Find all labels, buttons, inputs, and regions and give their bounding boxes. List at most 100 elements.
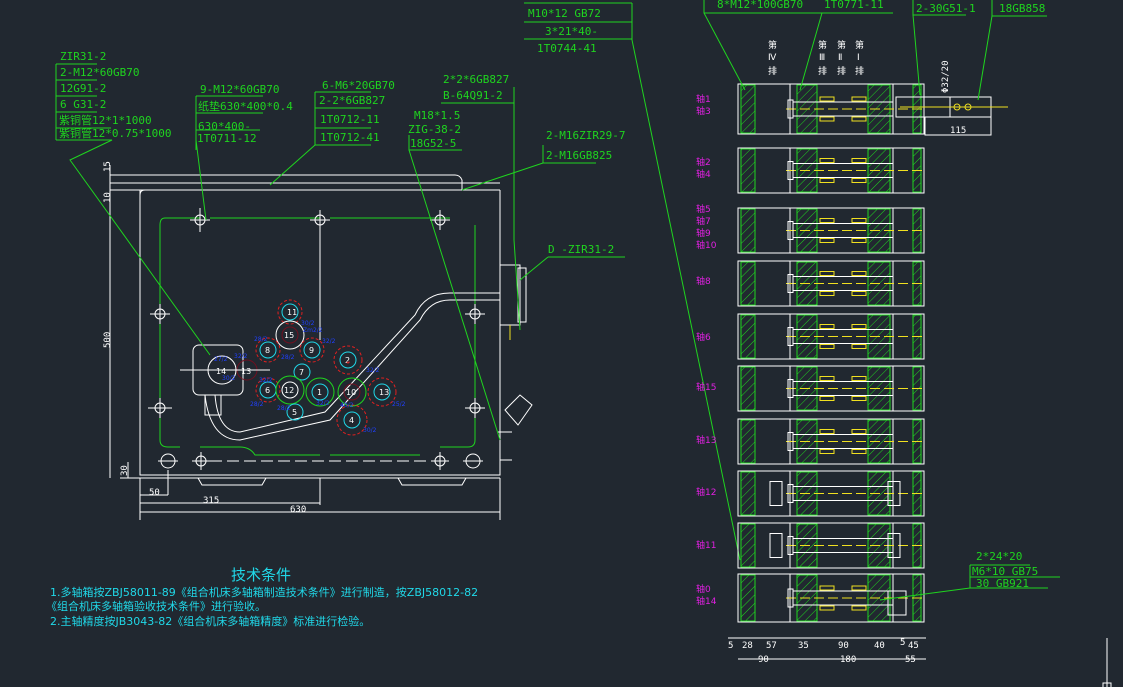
spindle: 13 xyxy=(367,377,397,407)
svg-text:1T0712-11: 1T0712-11 xyxy=(320,113,380,126)
svg-text:ZIG-38-2: ZIG-38-2 xyxy=(408,123,461,136)
svg-text:11: 11 xyxy=(287,308,297,317)
section-row xyxy=(737,83,925,135)
spindle: 2 xyxy=(333,345,363,375)
bolt-hole xyxy=(431,452,449,470)
svg-text:32/2: 32/2 xyxy=(234,353,248,360)
spindle: 7 xyxy=(293,363,311,381)
callout-gasket: 9-M12*60GB70 纸垫630*400*0.4 630*400- 1T07… xyxy=(195,83,293,221)
svg-text:Zm2/2: Zm2/2 xyxy=(303,327,323,334)
svg-text:15: 15 xyxy=(103,161,113,172)
svg-text:9-M12*60GB70: 9-M12*60GB70 xyxy=(200,83,279,96)
svg-text:2*2*6GB827: 2*2*6GB827 xyxy=(443,73,509,86)
svg-text:18G52-5: 18G52-5 xyxy=(410,137,456,150)
bolt-hole xyxy=(463,453,483,469)
svg-text:40/2: 40/2 xyxy=(340,402,354,409)
axis-label: 轴13 xyxy=(696,434,716,446)
front-dimensions: 15 10 500 30 50 315 630 xyxy=(103,161,501,520)
svg-text:2-M12*60GB70: 2-M12*60GB70 xyxy=(60,66,139,79)
svg-text:180: 180 xyxy=(840,655,856,665)
bolt-hole xyxy=(190,208,210,232)
axis-label: 轴4 xyxy=(696,168,711,180)
section-row xyxy=(737,313,925,360)
section-row xyxy=(737,470,925,517)
spindle: 12 xyxy=(275,375,305,405)
svg-text:32/2: 32/2 xyxy=(316,400,330,407)
svg-text:55: 55 xyxy=(905,655,916,665)
svg-text:排: 排 xyxy=(768,65,777,77)
svg-text:第: 第 xyxy=(768,39,777,51)
svg-text:90: 90 xyxy=(758,655,769,665)
svg-text:57: 57 xyxy=(766,641,777,651)
svg-text:30 GB921: 30 GB921 xyxy=(976,577,1029,590)
svg-text:6-M6*20GB70: 6-M6*20GB70 xyxy=(322,79,395,92)
axis-label: 轴5 xyxy=(696,203,711,215)
svg-text:28: 28 xyxy=(742,641,753,651)
svg-text:115: 115 xyxy=(950,126,966,136)
callout-zir: ZIR31-2 2-M12*60GB70 12G91-2 6 G31-2 紫铜管… xyxy=(55,50,211,356)
svg-text:1T0712-41: 1T0712-41 xyxy=(320,131,380,144)
svg-text:紫铜管12*1*1000: 紫铜管12*1*1000 xyxy=(59,113,152,127)
svg-text:1T0771-11: 1T0771-11 xyxy=(824,0,884,11)
svg-text:40: 40 xyxy=(874,641,885,651)
svg-text:10: 10 xyxy=(103,192,113,203)
spindle: 15 xyxy=(275,320,305,350)
svg-text:12G91-2: 12G91-2 xyxy=(60,82,106,95)
tech-line: 2.主轴精度按JB3043-82《组合机床多轴箱精度》标准进行检验。 xyxy=(50,614,370,628)
axis-label: 轴1 xyxy=(696,93,711,105)
bolt-hole xyxy=(192,452,210,470)
svg-text:630*400-: 630*400- xyxy=(198,120,251,133)
svg-text:5: 5 xyxy=(900,638,905,648)
section-row xyxy=(737,522,925,569)
tech-line: 《组合机床多轴箱验收技术条件》进行验收。 xyxy=(46,599,266,613)
svg-text:M10*12 GB72: M10*12 GB72 xyxy=(528,7,601,20)
svg-text:28/2: 28/2 xyxy=(254,336,268,343)
svg-text:Ⅰ: Ⅰ xyxy=(857,53,860,63)
axis-label: 轴6 xyxy=(696,331,711,343)
svg-text:4: 4 xyxy=(349,416,354,425)
front-view: 14 13 11 15 8 9 7 2 6 12 1 10 13 5 4 xyxy=(103,161,533,520)
svg-text:32/2: 32/2 xyxy=(259,377,273,384)
svg-text:10: 10 xyxy=(346,388,356,397)
tech-line: 1.多轴箱按ZBJ58011-89《组合机床多轴箱制造技术条件》进行制造，按ZB… xyxy=(50,585,478,599)
svg-text:28/2: 28/2 xyxy=(277,405,291,412)
svg-text:M18*1.5: M18*1.5 xyxy=(414,109,460,122)
svg-text:8: 8 xyxy=(265,346,270,355)
row-header: 第 Ⅳ 排 第 Ⅲ 排 第 Ⅱ 排 第 Ⅰ 排 xyxy=(768,39,864,77)
bolt-hole xyxy=(148,398,172,418)
callout-m18: M18*1.5 ZIG-38-2 18G52-5 xyxy=(408,109,501,441)
svg-text:2-2*6GB827: 2-2*6GB827 xyxy=(319,94,385,107)
axis-label: 轴8 xyxy=(696,275,711,287)
tech-conditions: 技术条件 1.多轴箱按ZBJ58011-89《组合机床多轴箱制造技术条件》进行制… xyxy=(46,566,478,628)
axis-label: 轴2 xyxy=(696,156,711,168)
svg-text:30/2: 30/2 xyxy=(222,375,236,382)
svg-text:M6*10 GB75: M6*10 GB75 xyxy=(972,565,1038,578)
spindle: 1 xyxy=(305,377,335,407)
svg-text:18GB858: 18GB858 xyxy=(999,2,1045,15)
svg-text:1T0711-12: 1T0711-12 xyxy=(197,132,257,145)
tech-title: 技术条件 xyxy=(231,566,291,584)
callout-g51: 2-30G51-1 xyxy=(912,0,976,96)
svg-text:12: 12 xyxy=(284,386,294,395)
spindle-gear-cluster: 11 15 8 9 7 2 6 12 1 10 13 5 4 xyxy=(255,299,397,436)
svg-text:2-30G51-1: 2-30G51-1 xyxy=(916,2,976,15)
svg-text:紫铜管12*0.75*1000: 紫铜管12*0.75*1000 xyxy=(59,126,171,140)
svg-text:2: 2 xyxy=(345,356,350,365)
svg-text:45: 45 xyxy=(908,641,919,651)
callout-m16: 2-M16ZIR29-7 2-M16GB825 xyxy=(461,129,625,191)
svg-text:5: 5 xyxy=(728,641,733,651)
gear-notes: 28/2 32/2 30/2 Zm2/2 32/2 28/2 32/2 28/2… xyxy=(214,320,406,434)
svg-text:2-M16ZIR29-7: 2-M16ZIR29-7 xyxy=(546,129,625,142)
section-dimensions: 5 28 57 35 90 40 5 45 90 180 55 xyxy=(728,637,926,665)
axis-label: 轴10 xyxy=(696,239,717,251)
svg-text:28/2: 28/2 xyxy=(281,354,295,361)
svg-text:5: 5 xyxy=(292,408,297,417)
svg-text:Ⅳ: Ⅳ xyxy=(768,53,777,63)
svg-text:9: 9 xyxy=(309,346,314,355)
spindle: 8 xyxy=(255,337,281,363)
svg-text:35: 35 xyxy=(798,641,809,651)
svg-text:B-64Q91-2: B-64Q91-2 xyxy=(443,89,503,102)
svg-text:第: 第 xyxy=(818,39,827,51)
svg-text:13: 13 xyxy=(241,367,251,376)
